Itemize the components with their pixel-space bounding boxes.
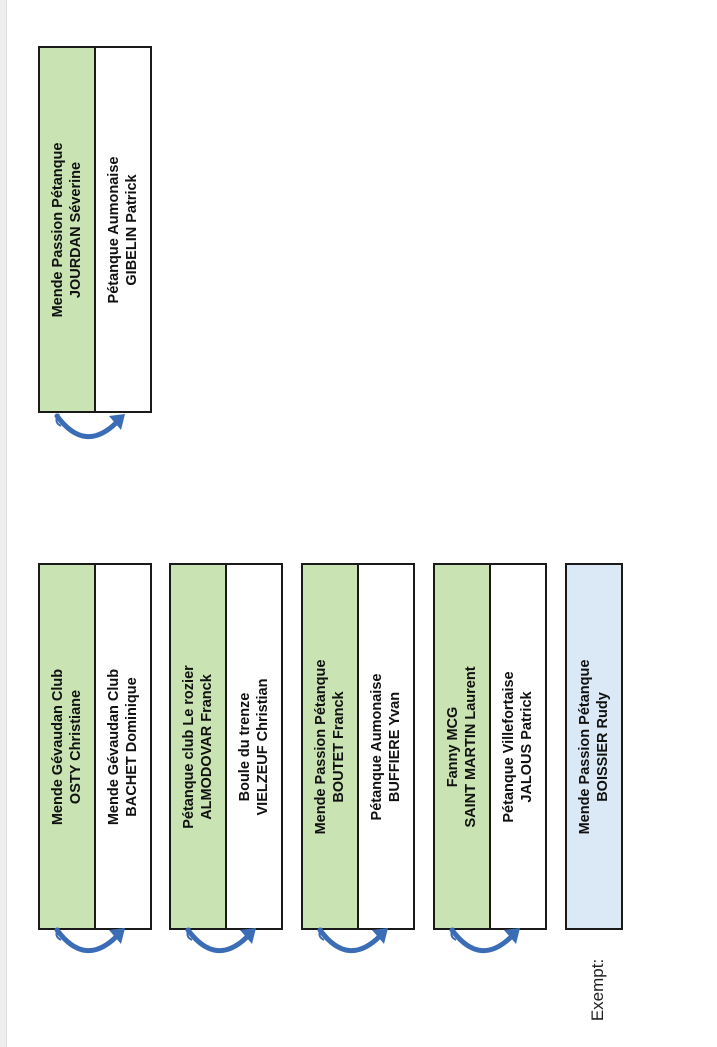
top-pair-team1: Mende Passion Pétanque JOURDAN Séverine: [38, 46, 96, 413]
top-pair-team2: Pétanque Aumonaise GIBELIN Patrick: [94, 46, 152, 413]
pair-3-team1: Mende Passion Pétanque BOUTET Franck: [301, 563, 359, 930]
team-player: VIELZEUF Christian: [255, 678, 271, 815]
pair-1-team1: Mende Gévaudan Club OSTY Christiane: [38, 563, 96, 930]
team-player: BUFFIERE Yvan: [387, 691, 403, 802]
team-club: Pétanque Aumonaise: [369, 673, 385, 820]
team-club: Mende Passion Pétanque: [50, 142, 66, 317]
team-label: Pétanque club Le rozier ALMODOVAR Franck: [180, 665, 216, 829]
team-club: Mende Passion Pétanque: [313, 659, 329, 834]
team-club: Mende Passion Pétanque: [577, 659, 593, 834]
curved-swap-arrow-icon: [54, 413, 125, 439]
pair-2-team1: Pétanque club Le rozier ALMODOVAR Franck: [169, 563, 227, 930]
team-player: OSTY Christiane: [68, 689, 84, 804]
curved-swap-arrow-icon: [317, 927, 388, 953]
pair-4-team1: Fanny MCG SAINT MARTIN Laurent: [433, 563, 491, 930]
team-label: Fanny MCG SAINT MARTIN Laurent: [444, 666, 480, 827]
pair-2-team2: Boule du trenze VIELZEUF Christian: [225, 563, 283, 930]
team-club: Pétanque Aumonaise: [106, 156, 122, 303]
team-club: Pétanque Villefortaise: [501, 670, 517, 823]
team-label: Mende Gévaudan Club BACHET Dominique: [105, 668, 141, 824]
team-player: BACHET Dominique: [124, 676, 140, 817]
team-player: ALMODOVAR Franck: [199, 673, 215, 820]
team-label: Pétanque Aumonaise BUFFIERE Yvan: [368, 673, 404, 820]
team-label: Mende Passion Pétanque BOUTET Franck: [312, 659, 348, 834]
page-edge: [0, 0, 7, 1047]
team-label: Pétanque Aumonaise GIBELIN Patrick: [105, 156, 141, 303]
curved-swap-arrow-icon: [185, 927, 256, 953]
curved-swap-arrow-icon: [54, 927, 125, 953]
team-club: Mende Gévaudan Club: [106, 668, 122, 825]
team-label: Mende Gévaudan Club OSTY Christiane: [49, 668, 85, 824]
exempt-label: Exempt:: [588, 958, 607, 1022]
team-player: JALOUS Patrick: [519, 690, 535, 803]
exempt-team-box: Mende Passion Pétanque BOISSIER Rudy: [565, 563, 623, 930]
team-club: Fanny MCG: [445, 706, 461, 787]
team-club: Boule du trenze: [237, 692, 253, 801]
team-label: Boule du trenze VIELZEUF Christian: [236, 678, 272, 815]
team-club: Pétanque club Le rozier: [181, 664, 197, 829]
team-player: GIBELIN Patrick: [124, 173, 140, 286]
team-player: BOISSIER Rudy: [595, 691, 611, 802]
team-player: BOUTET Franck: [331, 690, 347, 803]
team-label: Mende Passion Pétanque JOURDAN Séverine: [49, 142, 85, 317]
team-player: JOURDAN Séverine: [68, 161, 84, 298]
pair-4-team2: Pétanque Villefortaise JALOUS Patrick: [489, 563, 547, 930]
team-label: Pétanque Villefortaise JALOUS Patrick: [500, 671, 536, 822]
team-label: Mende Passion Pétanque BOISSIER Rudy: [576, 659, 612, 834]
team-club: Mende Gévaudan Club: [50, 668, 66, 825]
pair-1-team2: Mende Gévaudan Club BACHET Dominique: [94, 563, 152, 930]
curved-swap-arrow-icon: [449, 927, 520, 953]
team-player: SAINT MARTIN Laurent: [463, 665, 479, 828]
pair-3-team2: Pétanque Aumonaise BUFFIERE Yvan: [357, 563, 415, 930]
